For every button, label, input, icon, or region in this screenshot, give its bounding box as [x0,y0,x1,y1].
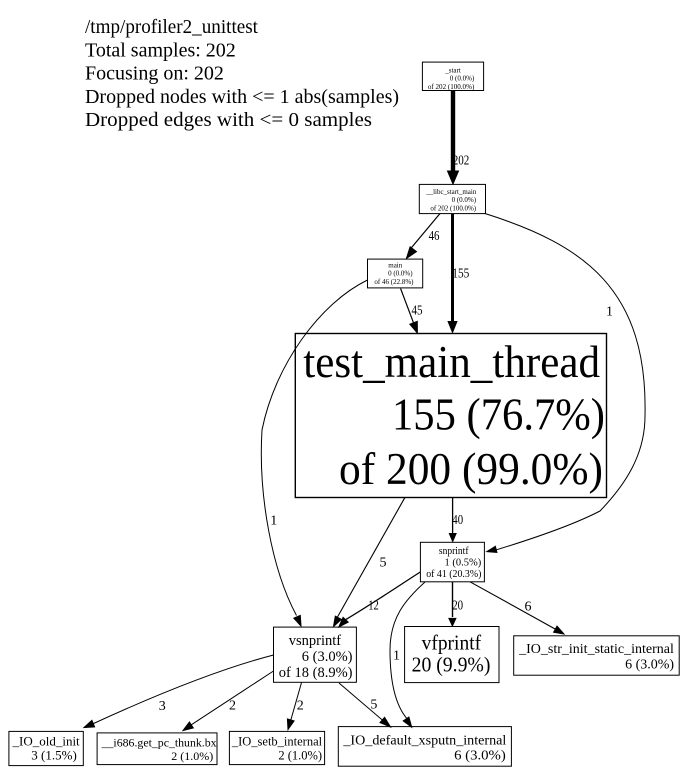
svg-text:6: 6 [525,600,532,615]
svg-text:0 (0.0%): 0 (0.0%) [450,75,475,83]
svg-text:1: 1 [393,649,400,664]
svg-text:2 (1.0%): 2 (1.0%) [171,749,213,763]
svg-text:12: 12 [368,599,379,614]
svg-text:snprintf: snprintf [439,546,469,557]
svg-text:of 41 (20.3%): of 41 (20.3%) [426,569,482,580]
svg-text:40: 40 [452,513,463,528]
svg-text:2 (1.0%): 2 (1.0%) [278,749,322,763]
svg-text:155: 155 [452,267,469,282]
svg-text:_IO_str_init_static_internal: _IO_str_init_static_internal [518,642,674,657]
svg-text:6 (3.0%): 6 (3.0%) [454,749,506,764]
svg-text:of 46 (22.8%): of 46 (22.8%) [374,278,414,286]
svg-text:Total samples: 202: Total samples: 202 [85,39,236,61]
svg-text:0 (0.0%): 0 (0.0%) [452,196,477,204]
svg-text:6 (3.0%): 6 (3.0%) [302,649,353,665]
svg-text:3 (1.5%): 3 (1.5%) [31,748,77,763]
svg-text:_IO_setb_internal: _IO_setb_internal [231,735,323,749]
svg-text:3: 3 [159,699,166,714]
svg-text:1: 1 [270,514,277,529]
svg-text:6 (3.0%): 6 (3.0%) [625,657,674,672]
svg-text:test_main_thread: test_main_thread [303,337,600,387]
svg-text:_start: _start [444,66,461,74]
svg-text:46: 46 [429,229,440,244]
svg-text:vsnprintf: vsnprintf [289,633,342,649]
svg-text:0 (0.0%): 0 (0.0%) [388,270,413,278]
svg-text:2: 2 [229,699,236,714]
svg-text:5: 5 [370,698,377,713]
svg-text:Dropped nodes with <= 1 abs(sa: Dropped nodes with <= 1 abs(samples) [85,86,399,108]
svg-text:of 202 (100.0%): of 202 (100.0%) [430,204,476,212]
svg-text:vfprintf: vfprintf [422,631,482,655]
svg-text:__libc_start_main: __libc_start_main [425,188,477,196]
svg-text:Focusing on: 202: Focusing on: 202 [85,63,224,85]
svg-text:1 (0.5%): 1 (0.5%) [445,557,482,568]
svg-text:5: 5 [380,556,387,571]
svg-text:_IO_old_init: _IO_old_init [12,734,81,749]
svg-text:__i686.get_pc_thunk.bx: __i686.get_pc_thunk.bx [101,736,217,750]
svg-text:45: 45 [412,304,423,319]
svg-text:/tmp/profiler2_unittest: /tmp/profiler2_unittest [85,16,258,38]
svg-text:of 200 (99.0%): of 200 (99.0%) [339,444,603,494]
svg-text:_IO_default_xsputn_internal: _IO_default_xsputn_internal [342,734,506,749]
svg-text:of 202 (100.0%): of 202 (100.0%) [428,83,475,91]
svg-text:202: 202 [453,154,470,169]
svg-text:155 (76.7%): 155 (76.7%) [392,390,605,440]
svg-text:Dropped edges with <= 0 sample: Dropped edges with <= 0 samples [85,109,372,131]
svg-text:main: main [388,261,402,269]
svg-text:2: 2 [297,699,304,714]
svg-text:20 (9.9%): 20 (9.9%) [412,653,491,677]
svg-text:of 18 (8.9%): of 18 (8.9%) [279,665,353,681]
svg-text:20: 20 [452,599,463,614]
svg-text:1: 1 [606,305,613,320]
